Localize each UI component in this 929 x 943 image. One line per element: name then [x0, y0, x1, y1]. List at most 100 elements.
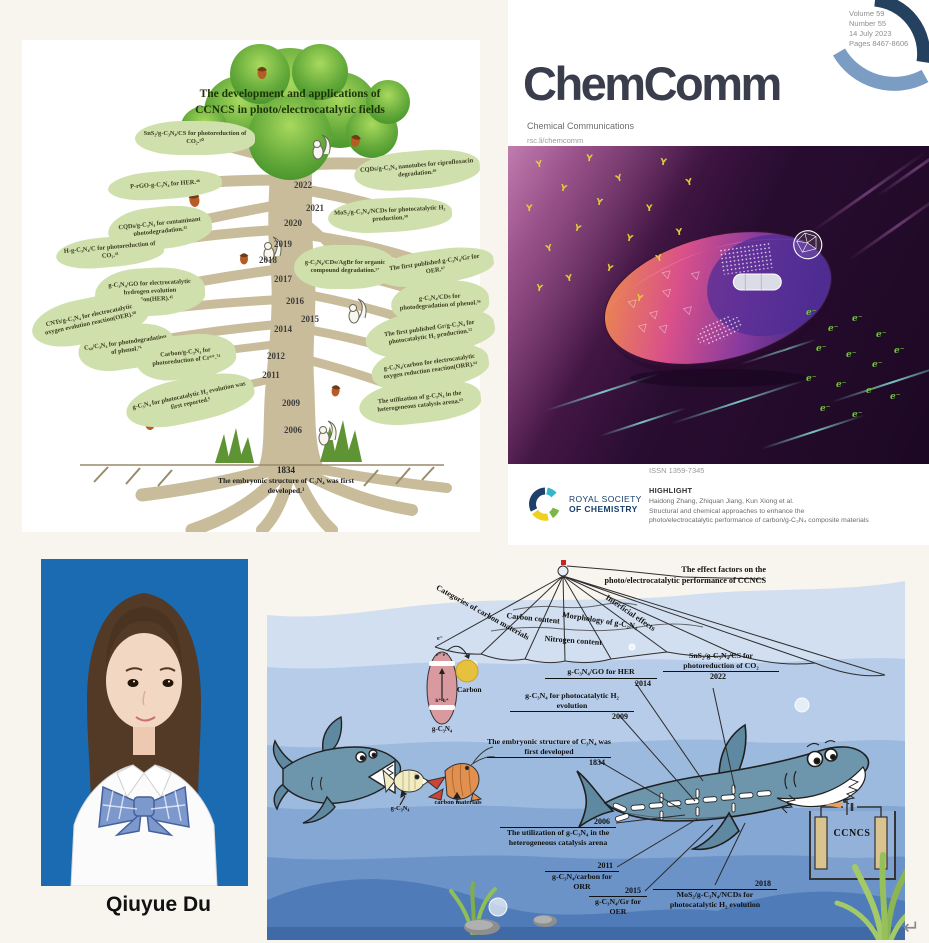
- tree-crown: [180, 44, 410, 180]
- electron-icon: e⁻: [846, 350, 857, 360]
- milestone-2022: SnS₂/g-C₃N₄/CS for photoreduction of CO₂…: [663, 651, 779, 681]
- milestone-2011: 2011 g-C₃N₄/carbon for ORR: [545, 861, 619, 891]
- milestone-1834: The embryonic structure of C₃N₄ was firs…: [487, 737, 611, 767]
- milestone-year: 2011: [545, 861, 619, 872]
- squirrel-icons: [263, 134, 367, 446]
- electron-icon: e⁻: [816, 344, 827, 354]
- rsc-name-line2: OF CHEMISTRY: [569, 504, 638, 514]
- shrimp-label: carbon materials: [434, 799, 482, 806]
- milestone-2015: 2015 g-C₃N₄/Gr for OER: [589, 886, 647, 916]
- electron-icon: e⁻: [828, 324, 839, 334]
- issn-text: ISSN 1359-7345: [649, 466, 705, 475]
- cover-volume: Volume 59: [849, 9, 885, 18]
- cover-highlight: HIGHLIGHT Haidong Zhang, Zhiquan Jiang, …: [649, 486, 869, 526]
- timeline-year: 2012: [267, 351, 285, 361]
- underwater-graphic: [267, 555, 905, 940]
- electron-icon: e⁻: [890, 392, 901, 402]
- electron-icon: e⁻: [820, 404, 831, 414]
- photon-icon: Y: [595, 197, 604, 209]
- tree-root-caption: The embryonic structure of C₃N₄ was firs…: [217, 476, 355, 495]
- timeline-year: 2019: [274, 239, 292, 249]
- effect-factors-title: The effect factors on the photo/electroc…: [590, 564, 766, 586]
- milestone-2009: g-C₃N₄ for photocatalytic H₂ evolution 2…: [510, 691, 634, 721]
- photon-icon: Y: [558, 183, 568, 195]
- timeline-year: 2015: [301, 314, 319, 324]
- paragraph-return-icon: ↵: [903, 915, 920, 939]
- photon-icon: Y: [526, 204, 533, 214]
- portrait-caption: Qiuyue Du: [105, 893, 211, 916]
- photon-icon: Y: [685, 177, 694, 189]
- charge-transfer-schematic: [426, 645, 479, 725]
- grass-tufts: [215, 420, 362, 463]
- photon-icon: Y: [634, 293, 644, 305]
- photon-icon: Y: [614, 173, 625, 185]
- electron-icon: e⁻: [806, 374, 817, 384]
- photon-icon: Y: [572, 223, 583, 235]
- electron-icon: e⁻: [806, 308, 817, 318]
- seaweed: [449, 852, 905, 940]
- ccncs-cell-label: CCNCS: [833, 828, 871, 839]
- gcn-label: g-C₃N₄: [431, 725, 453, 733]
- journal-cover: Volume 59 Number 55 14 July 2023 Pages 8…: [508, 0, 929, 545]
- timeline-year: 2018: [259, 255, 277, 265]
- catalyst-disc-graphic: [603, 230, 833, 387]
- effect-title-line2: photo/electrocatalytic performance of CC…: [604, 576, 766, 586]
- photon-icon: Y: [535, 283, 544, 295]
- cell-electron-label: e⁻: [843, 797, 850, 805]
- timeline-year: 2022: [294, 180, 312, 190]
- tree-figure: The development and applications of CCNC…: [22, 40, 498, 532]
- milestone-2018: 2018 MoS₂/g-C₃N₄/NCDs for photocatalytic…: [653, 879, 777, 909]
- timeline-year: 2006: [284, 425, 302, 435]
- shrimp: [425, 746, 496, 802]
- photon-icon: Y: [654, 253, 664, 265]
- hole-pair-label: h⁺ h⁺: [435, 698, 449, 704]
- milestone-label: MoS₂/g-C₃N₄/NCDs for photocatalytic H₂ e…: [669, 890, 761, 909]
- electron-icon: e⁻: [894, 346, 905, 356]
- underwater-figure: The effect factors on the photo/electroc…: [267, 555, 905, 940]
- cover-date: 14 July 2023: [849, 29, 892, 39]
- journal-title: ChemComm: [523, 57, 782, 110]
- timeline-year: 2014: [274, 324, 292, 334]
- net-graphic: [434, 560, 886, 677]
- electron-icon: e⁻: [866, 386, 877, 396]
- highlight-heading: HIGHLIGHT: [649, 486, 693, 495]
- label-arrows: [399, 789, 462, 806]
- timeline-year: 2017: [274, 274, 292, 284]
- milestone-label: The utilization of g-C₃N₄ in the heterog…: [506, 828, 610, 847]
- rsc-c-icon: [529, 487, 560, 521]
- photon-icon: Y: [565, 273, 574, 285]
- timeline-year-1834: 1834: [277, 465, 295, 475]
- journal-subtitle: Chemical Communications: [527, 121, 635, 131]
- photon-icon: Y: [675, 227, 683, 239]
- electron-label: e⁻: [437, 636, 443, 642]
- milestone-2014: g-C₃N₄/GO for HER 2014: [545, 667, 657, 688]
- carbon-label: Carbon: [457, 685, 482, 694]
- highlight-authors: Haidong Zhang, Zhiquan Jiang, Kun Xiong …: [649, 498, 794, 506]
- cover-issue-info: Volume 59 Number 55 14 July 2023 Pages 8…: [849, 9, 908, 50]
- electrochemical-cell: [809, 799, 896, 880]
- milestone-year: 2018: [653, 879, 777, 890]
- rsc-logo: ROYAL SOCIETY OF CHEMISTRY: [528, 487, 642, 521]
- milestone-label: The embryonic structure of C₃N₄ was firs…: [487, 737, 611, 759]
- milestone-label: g-C₃N₄/carbon for ORR: [552, 872, 612, 891]
- cover-arc-graphic: [832, 0, 929, 91]
- photon-icon: Y: [585, 153, 593, 165]
- milestone-label: g-C₃N₄ for photocatalytic H₂ evolution: [510, 691, 634, 713]
- milestone-connectors: [598, 681, 746, 892]
- tree-title: The development and applications of CCNC…: [195, 87, 385, 116]
- photon-icon: Y: [659, 157, 668, 169]
- photon-icon: Y: [544, 243, 554, 255]
- portrait-graphic: [41, 559, 248, 887]
- photon-icon: Y: [535, 159, 544, 171]
- electron-icon: e⁻: [872, 360, 883, 370]
- milestone-year: 2022: [710, 672, 726, 682]
- milestone-year: 2009: [612, 712, 628, 722]
- tree-roots: [135, 458, 452, 532]
- effect-title-line1: The effect factors on the: [681, 565, 766, 574]
- fish-label: g-C₃N₄: [390, 805, 410, 812]
- timeline-year: 2009: [282, 398, 300, 408]
- electron-icon: e⁻: [852, 410, 863, 420]
- cover-pages: Pages 8467-8606: [849, 39, 909, 49]
